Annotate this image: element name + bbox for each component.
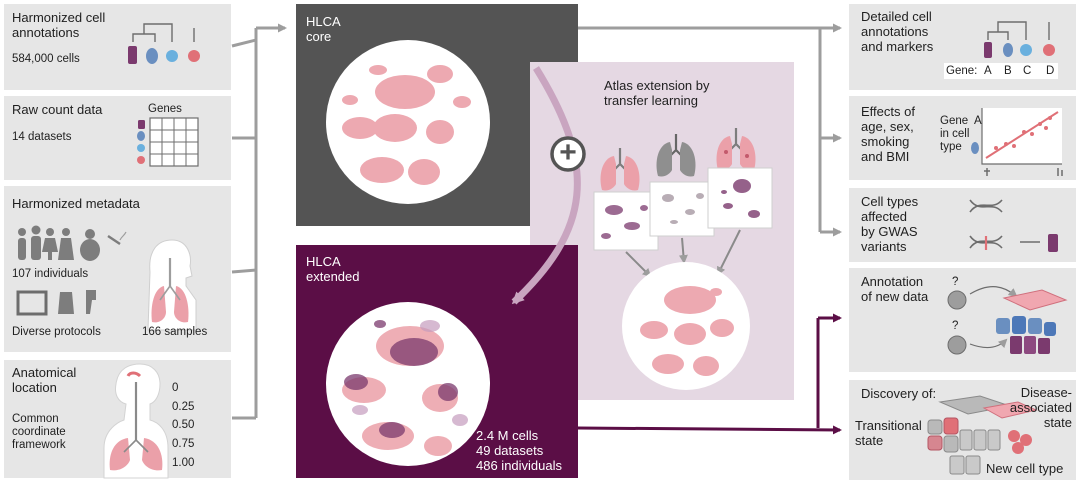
gene-b: B <box>1004 65 1012 77</box>
dna-icons <box>969 199 1058 252</box>
scale-2: 0.50 <box>172 419 195 431</box>
lung-icon-spotted <box>716 128 756 171</box>
discovery-title: Discovery of: <box>861 386 937 401</box>
lung-icon-gray <box>656 134 696 177</box>
scale-3: 0.75 <box>172 438 195 450</box>
people-icons <box>18 225 127 261</box>
core-title: HLCA core <box>306 14 341 44</box>
stat-cells: 2.4 M cells <box>476 428 539 443</box>
samples-count: 166 samples <box>142 326 208 338</box>
detailed-cell-icons <box>984 42 1055 58</box>
effects-axis-label: Gene in cell type <box>940 115 970 153</box>
new-type-label: New cell type <box>986 461 1064 476</box>
protocol-icons <box>16 290 96 316</box>
gene-strip <box>944 63 1058 79</box>
stat-individuals: 486 individuals <box>476 458 563 473</box>
effects-scatter <box>971 108 1063 176</box>
detailed-tree-icon <box>987 21 1050 40</box>
cell-annotations-title: Harmonized cell annotations <box>12 10 106 40</box>
gene-matrix-icon <box>137 117 199 167</box>
transfer-arrow <box>511 66 581 305</box>
scale-1: 0.25 <box>172 401 195 413</box>
dataset-umaps <box>593 167 773 251</box>
extended-arrows <box>577 313 842 435</box>
core-umap-clusters <box>342 65 471 185</box>
panel-cell-annotations <box>4 4 231 90</box>
individuals-count: 107 individuals <box>12 268 89 280</box>
scale-0: 0 <box>172 382 179 394</box>
raw-counts-count: 14 datasets <box>12 131 72 143</box>
discovery-icons <box>927 395 1038 475</box>
unknown-mark-2: ? <box>952 320 959 332</box>
stat-datasets: 49 datasets <box>476 443 544 458</box>
merge-arrows <box>625 229 741 278</box>
extension-title: Atlas extension by transfer learning <box>604 78 710 108</box>
effects-title: Effects of age, sex, smoking and BMI <box>861 104 915 164</box>
panel-gwas <box>849 188 1076 262</box>
protocols-label: Diverse protocols <box>12 326 101 338</box>
gene-prefix: Gene: <box>946 65 978 77</box>
merged-umap-clusters <box>640 286 734 376</box>
transitional-label: Transitional state <box>855 418 922 448</box>
cell-tree-icon <box>132 23 195 42</box>
anatomy-title: Anatomical location <box>12 365 77 395</box>
annotation-title: Annotation of new data <box>861 274 929 304</box>
unknown-mark-1: ? <box>952 276 959 288</box>
scale-4: 1.00 <box>172 457 195 469</box>
output-arrows <box>578 23 842 237</box>
input-arrows <box>231 23 287 420</box>
raw-counts-title: Raw count data <box>12 102 103 117</box>
metadata-title: Harmonized metadata <box>12 196 140 211</box>
new-data-icons <box>947 286 1068 355</box>
extended-title: HLCA extended <box>306 254 360 284</box>
plus-sign: + <box>559 136 577 169</box>
genes-label: Genes <box>148 103 182 115</box>
gwas-title: Cell types affected by GWAS variants <box>861 194 919 254</box>
extended-umap-clusters <box>342 320 468 456</box>
disease-label: Disease- associated state <box>1009 385 1072 430</box>
cell-annotations-count: 584,000 cells <box>12 53 80 65</box>
plus-circle <box>550 136 586 172</box>
gene-c: C <box>1023 65 1032 77</box>
lung-icon-pink <box>600 148 640 191</box>
gene-d: D <box>1046 65 1055 77</box>
gene-a: A <box>984 65 992 77</box>
detailed-title: Detailed cell annotations and markers <box>861 9 934 54</box>
hlca-extended-umap <box>326 302 490 466</box>
framework-label: Common coordinate framework <box>12 413 66 451</box>
cell-type-icons <box>128 46 200 64</box>
effects-gene-letter: A <box>974 115 982 127</box>
head-lungs-icon <box>147 239 197 331</box>
anatomy-body-icon <box>103 363 169 479</box>
lung-icons <box>600 128 756 191</box>
